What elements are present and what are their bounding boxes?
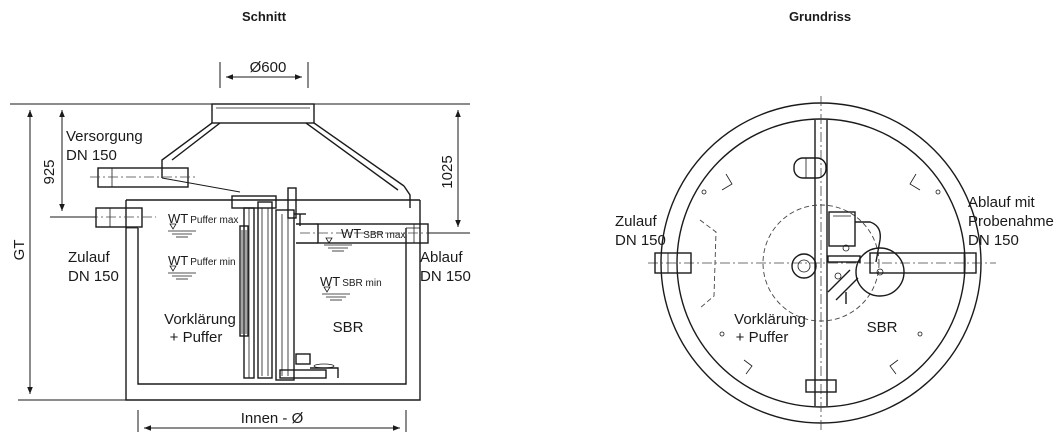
plan-outlet-label2: Probenahme: [968, 213, 1054, 230]
plan-inlet-label: Zulauf: [615, 213, 658, 230]
inner-diameter-dimension: Innen - Ø: [137, 410, 407, 432]
plan-chamber-left-line2: + Puffer: [736, 329, 789, 346]
tank-cone: [161, 103, 411, 208]
section-title: Schnitt: [242, 9, 287, 24]
dim-925: 925: [41, 159, 58, 184]
tank-body: [125, 199, 421, 401]
plan-inlet-dn: DN 150: [615, 232, 666, 249]
chamber-left-line1: Vorklärung: [164, 311, 236, 328]
inlet-pipe: [88, 207, 156, 228]
chamber-right: SBR: [333, 319, 364, 336]
plan-outlet-pipe: [869, 252, 977, 274]
vertical-dimensions: GT 925 1025: [10, 103, 470, 401]
plan-outlet-dn: DN 150: [968, 232, 1019, 249]
section-view: Schnitt Ø600: [10, 9, 471, 432]
chamber-left-line2: + Puffer: [170, 329, 223, 346]
outlet-label: Ablauf: [420, 249, 463, 266]
plan-equipment: [791, 211, 905, 304]
plan-manhole-outline: [762, 204, 880, 322]
plan-ring-details: [701, 173, 941, 375]
opening-dimension: Ø600: [219, 59, 309, 88]
plan-inlet-pipe: [654, 252, 692, 274]
plan-view: Grundriss: [615, 9, 1054, 430]
supply-label: Versorgung: [66, 128, 143, 145]
inlet-label: Zulauf: [68, 249, 111, 266]
plan-chamber-left-line1: Vorklärung: [734, 311, 806, 328]
inlet-dn: DN 150: [68, 268, 119, 285]
dim-1025: 1025: [439, 155, 456, 188]
supply-dn: DN 150: [66, 147, 117, 164]
supply-pipe: [90, 167, 241, 193]
outlet-dn: DN 150: [420, 268, 471, 285]
plan-outlet-label1: Ablauf mit: [968, 194, 1036, 211]
plan-title: Grundriss: [789, 9, 851, 24]
opening-dim-label: Ø600: [250, 59, 287, 76]
dim-gt: GT: [11, 240, 28, 261]
inner-dim-label: Innen - Ø: [241, 410, 304, 427]
inner-equipment: [231, 187, 339, 381]
plan-chamber-right: SBR: [867, 319, 898, 336]
